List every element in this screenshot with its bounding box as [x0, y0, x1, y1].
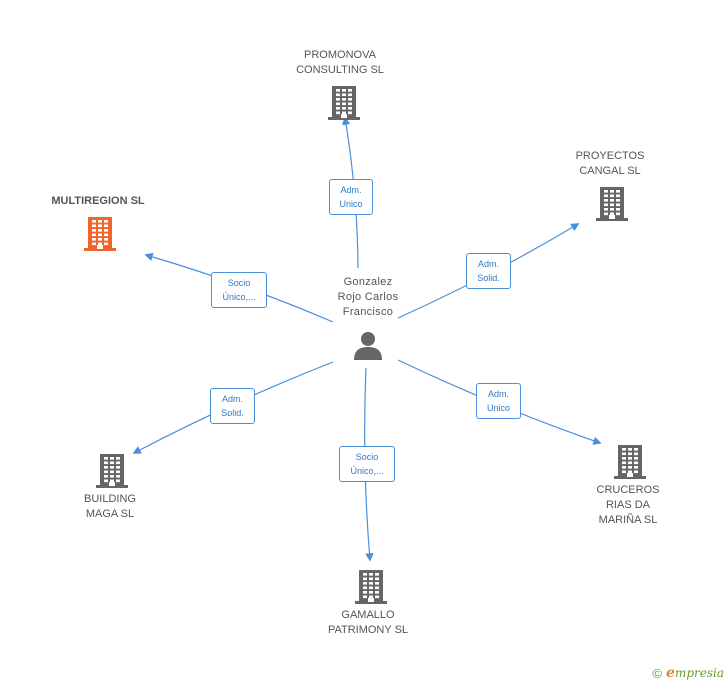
- node-label-multiregion: MULTIREGION SL: [40, 194, 156, 209]
- node-label-building: BUILDING MAGA SL: [60, 492, 160, 522]
- node-label-line: CANGAL SL: [579, 165, 641, 177]
- building-icon[interactable]: [84, 217, 116, 256]
- edge-label-line: Unico: [486, 403, 510, 413]
- node-label-proyectos: PROYECTOS CANGAL SL: [560, 149, 660, 179]
- edge-label-line: Socio: [355, 452, 379, 462]
- edge-label-line: Solid.: [477, 273, 500, 283]
- node-label-cruceros: CRUCEROS RIAS DA MARIÑA SL: [578, 483, 678, 528]
- edge-label-promonova[interactable]: Adm. Unico: [329, 179, 373, 215]
- brand-initial: e: [666, 665, 675, 681]
- node-label-gamallo: GAMALLO PATRIMONY SL: [318, 608, 418, 638]
- node-label-line: CRUCEROS: [596, 484, 660, 496]
- center-person-label: Gonzalez Rojo Carlos Francisco: [318, 275, 418, 320]
- edge-label-line: Adm.: [487, 389, 509, 399]
- edge-label-building[interactable]: Adm. Solid.: [210, 388, 255, 424]
- building-icon[interactable]: [355, 570, 387, 609]
- person-icon[interactable]: [352, 330, 384, 360]
- node-label-line: GAMALLO: [341, 609, 395, 621]
- building-icon[interactable]: [96, 454, 128, 493]
- edge-label-line: Adm.: [340, 185, 362, 195]
- node-label-line: PATRIMONY SL: [327, 624, 409, 636]
- edge-label-gamallo[interactable]: Socio Único,...: [339, 446, 395, 482]
- edge-label-line: Solid.: [221, 408, 244, 418]
- node-label-promonova: PROMONOVA CONSULTING SL: [290, 48, 390, 78]
- node-label-line: PROMONOVA: [304, 49, 376, 61]
- brand-logo: empresia: [666, 665, 724, 681]
- center-label-line-1: Gonzalez: [343, 276, 393, 288]
- node-label-line: MARIÑA SL: [598, 514, 658, 526]
- building-icon[interactable]: [614, 445, 646, 484]
- edge-label-cruceros[interactable]: Adm. Unico: [476, 383, 521, 419]
- edge-label-line: Único,...: [222, 292, 256, 302]
- edge-label-line: Unico: [339, 199, 363, 209]
- edge-label-proyectos[interactable]: Adm. Solid.: [466, 253, 511, 289]
- node-label-line: MULTIREGION SL: [51, 195, 145, 207]
- edge-label-line: Adm.: [477, 259, 499, 269]
- edge-label-line: Único,...: [350, 466, 384, 476]
- center-label-line-3: Francisco: [342, 306, 394, 318]
- node-label-line: PROYECTOS: [575, 150, 645, 162]
- building-icon[interactable]: [596, 187, 628, 226]
- brand-rest: mpresia: [674, 666, 724, 680]
- edge-label-line: Adm.: [221, 394, 243, 404]
- node-label-line: BUILDING: [84, 493, 136, 505]
- edge-label-line: Socio: [227, 278, 251, 288]
- edge-label-multiregion[interactable]: Socio Único,...: [211, 272, 267, 308]
- node-label-line: CONSULTING SL: [296, 64, 384, 76]
- center-label-line-2: Rojo Carlos: [337, 291, 399, 303]
- node-label-line: MAGA SL: [85, 508, 135, 520]
- building-icon[interactable]: [328, 86, 360, 125]
- copyright-symbol: ©: [652, 665, 663, 681]
- footer-brand[interactable]: © empresia: [652, 665, 724, 681]
- node-label-line: RIAS DA: [605, 499, 650, 511]
